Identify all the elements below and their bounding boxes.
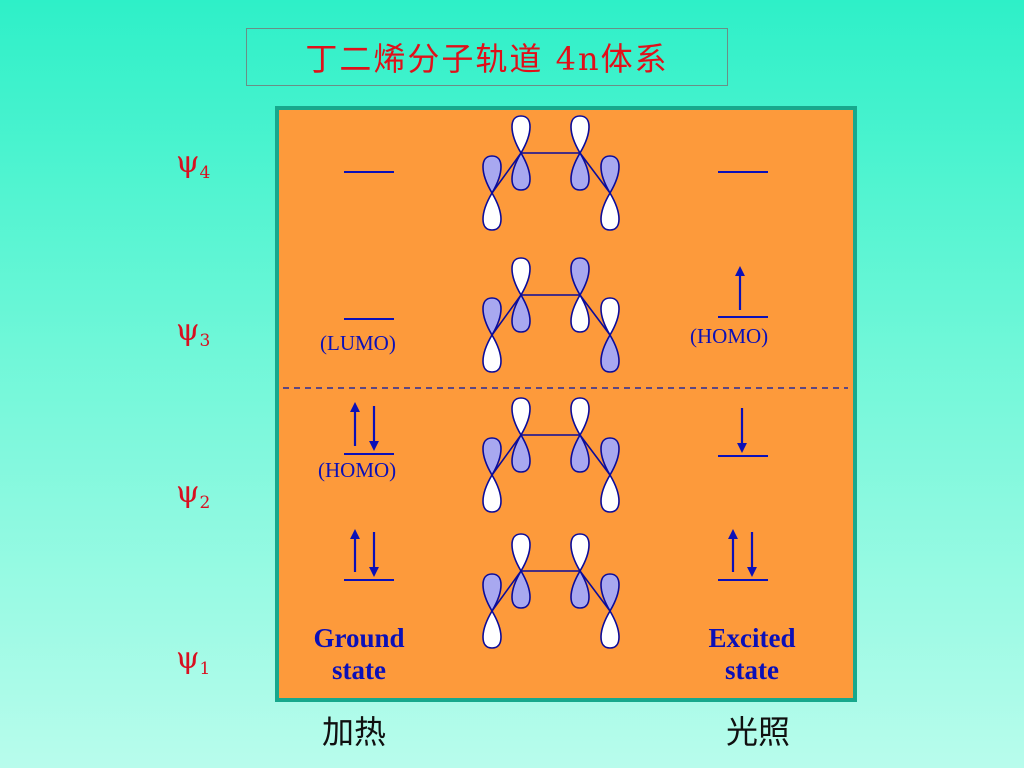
sigma-bond-line	[579, 294, 611, 336]
excited-state-label: Excited state	[696, 622, 808, 687]
ground-homo-label: (HOMO)	[318, 458, 397, 482]
psi1-symbol: ψ	[176, 641, 200, 676]
psi4-subscript: 4	[199, 163, 211, 183]
p-orbital-lobe	[482, 573, 502, 613]
psi1-subscript: 1	[199, 659, 211, 679]
p-orbital-lobe	[482, 297, 502, 337]
psi4-symbol: ψ	[176, 145, 200, 180]
psi2-label: ψ2	[176, 478, 210, 512]
p-orbital-lobe	[511, 569, 531, 609]
ground-state-label: Ground state	[300, 622, 418, 687]
p-orbital-lobe	[600, 437, 620, 477]
ground-state-line2: state	[332, 655, 386, 686]
p-orbital-lobe	[600, 573, 620, 613]
p-orbital-lobe	[600, 155, 620, 195]
sigma-bond-line	[491, 570, 522, 612]
sigma-bond-line	[579, 152, 611, 194]
psi2-subscript: 2	[199, 493, 211, 513]
p-orbital-lobe	[570, 433, 590, 473]
orbital-lobe-drawings	[482, 115, 620, 649]
p-orbital-lobe	[600, 609, 620, 649]
p-orbital-lobe	[600, 473, 620, 513]
p-orbital-lobe	[511, 293, 531, 333]
p-orbital-lobe	[511, 257, 531, 297]
p-orbital-lobe	[511, 115, 531, 155]
p-orbital-lobe	[600, 333, 620, 373]
p-orbital-lobe	[482, 473, 502, 513]
sigma-bond-line	[491, 434, 522, 476]
orbital-diagram-panel	[275, 106, 857, 702]
p-orbital-lobe	[570, 115, 590, 155]
p-orbital-lobe	[570, 257, 590, 297]
p-orbital-lobe	[511, 533, 531, 573]
p-orbital-lobe	[482, 609, 502, 649]
p-orbital-lobe	[511, 151, 531, 191]
psi3-subscript: 3	[199, 331, 211, 351]
p-orbital-lobe	[511, 397, 531, 437]
p-orbital-lobe	[570, 397, 590, 437]
sigma-bond-line	[491, 152, 522, 194]
excited-homo-label: (HOMO)	[690, 324, 769, 348]
p-orbital-lobe	[482, 191, 502, 231]
slide-title-text: 丁二烯分子轨道 4n体系	[305, 40, 669, 78]
p-orbital-lobe	[570, 569, 590, 609]
slide-title: 丁二烯分子轨道 4n体系	[246, 28, 728, 86]
excited-state-line2: state	[725, 655, 779, 686]
sigma-bond-line	[491, 294, 522, 336]
psi1-label: ψ1	[176, 644, 210, 678]
excited-state-line1: Excited	[708, 623, 796, 653]
psi2-symbol: ψ	[176, 475, 200, 510]
sigma-bond-line	[579, 434, 611, 476]
p-orbital-lobe	[600, 191, 620, 231]
psi3-symbol: ψ	[176, 313, 200, 348]
p-orbital-lobe	[482, 333, 502, 373]
p-orbital-lobe	[570, 151, 590, 191]
ground-state-line1: Ground	[313, 623, 405, 653]
psi4-label: ψ4	[176, 148, 210, 182]
p-orbital-lobe	[570, 533, 590, 573]
footer-light: 光照	[726, 713, 791, 751]
p-orbital-lobe	[570, 293, 590, 333]
p-orbital-lobe	[600, 297, 620, 337]
sigma-bond-line	[579, 570, 611, 612]
psi3-label: ψ3	[176, 316, 210, 350]
footer-heating: 加热	[322, 713, 387, 751]
p-orbital-lobe	[482, 437, 502, 477]
ground-lumo-label: (LUMO)	[320, 331, 396, 355]
p-orbital-lobe	[482, 155, 502, 195]
p-orbital-lobe	[511, 433, 531, 473]
